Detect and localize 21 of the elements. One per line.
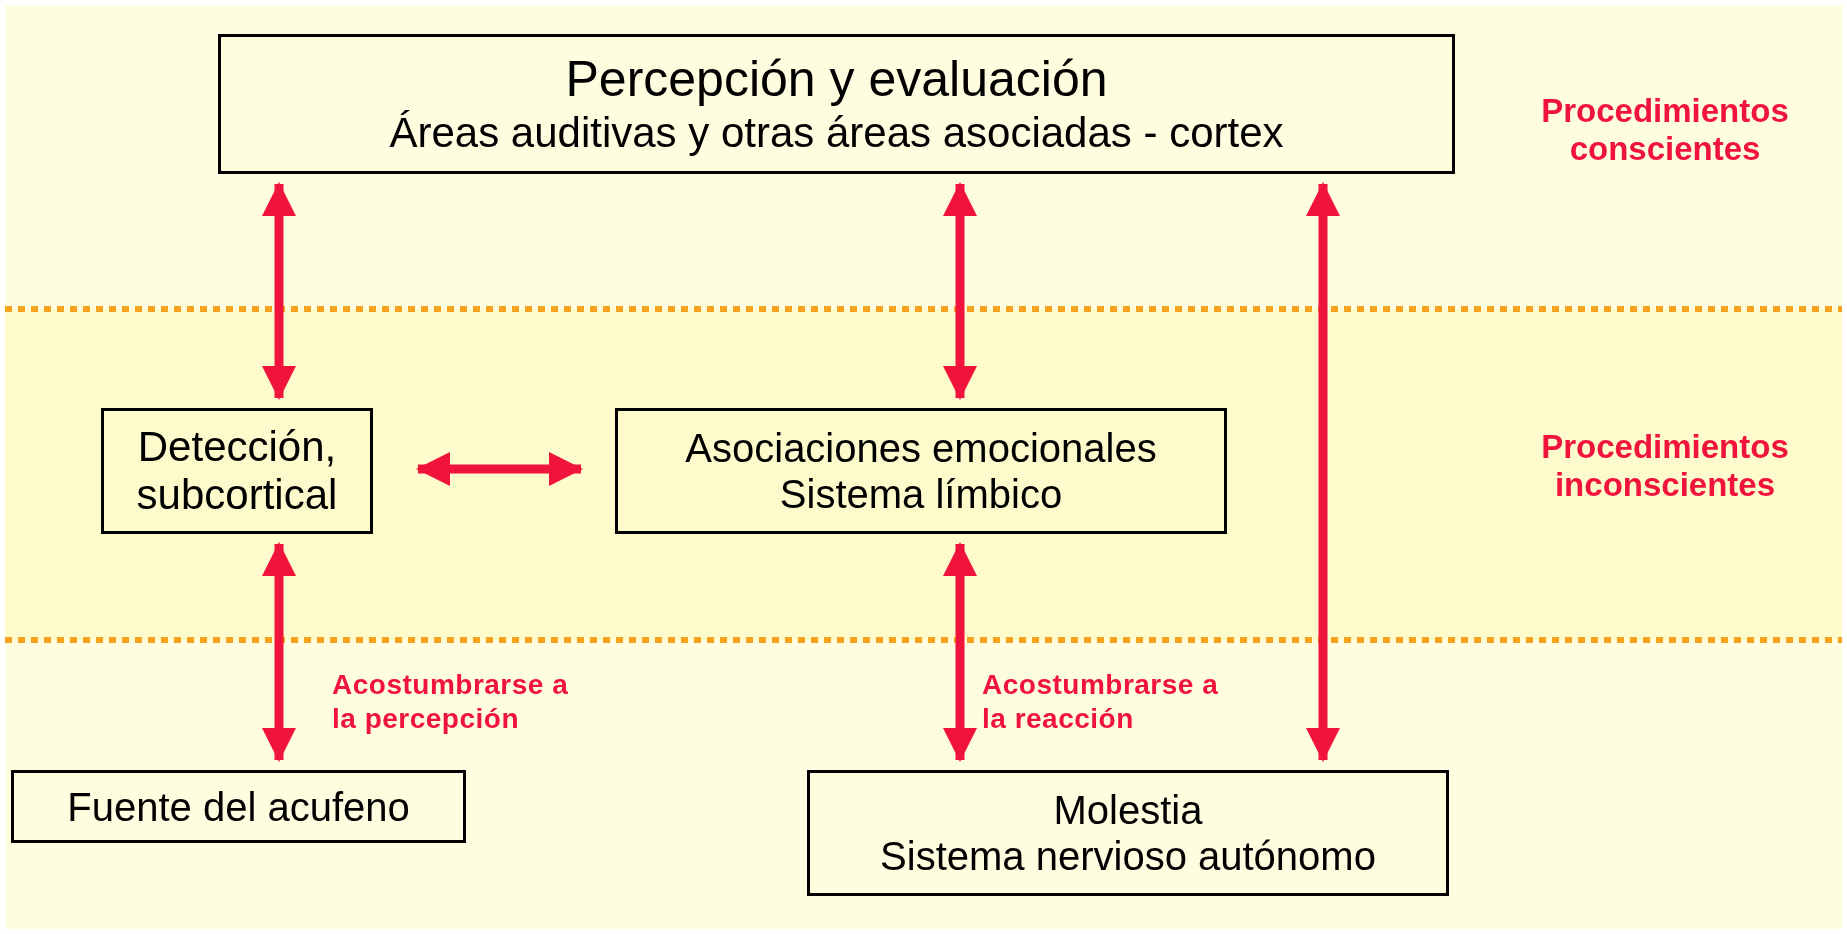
box-heading: Asociaciones emocionales bbox=[685, 425, 1157, 471]
level-label: Procedimientos inconscientes bbox=[1540, 428, 1790, 504]
double-arrow bbox=[943, 542, 977, 762]
box-heading: Detección, subcortical bbox=[135, 422, 339, 520]
box-heading: Percepción y evaluación bbox=[565, 51, 1108, 109]
box-subtitle: Sistema nervioso autónomo bbox=[880, 833, 1376, 879]
double-arrow bbox=[262, 182, 296, 400]
double-arrow bbox=[1306, 182, 1340, 762]
box-subtitle: Sistema límbico bbox=[779, 471, 1063, 517]
double-arrow bbox=[943, 182, 977, 400]
level-label: Procedimientos conscientes bbox=[1540, 92, 1790, 168]
double-arrow bbox=[262, 542, 296, 762]
text-box bbox=[11, 770, 466, 843]
text-box bbox=[101, 408, 373, 534]
double-arrow bbox=[416, 452, 583, 486]
text-box bbox=[807, 770, 1449, 896]
box-heading: Molestia bbox=[1053, 787, 1203, 833]
text-box bbox=[615, 408, 1227, 534]
box-heading: Fuente del acufeno bbox=[67, 783, 410, 830]
text-box bbox=[218, 34, 1455, 174]
box-subtitle: Áreas auditivas y otras áreas asociadas - cortex bbox=[389, 108, 1284, 157]
